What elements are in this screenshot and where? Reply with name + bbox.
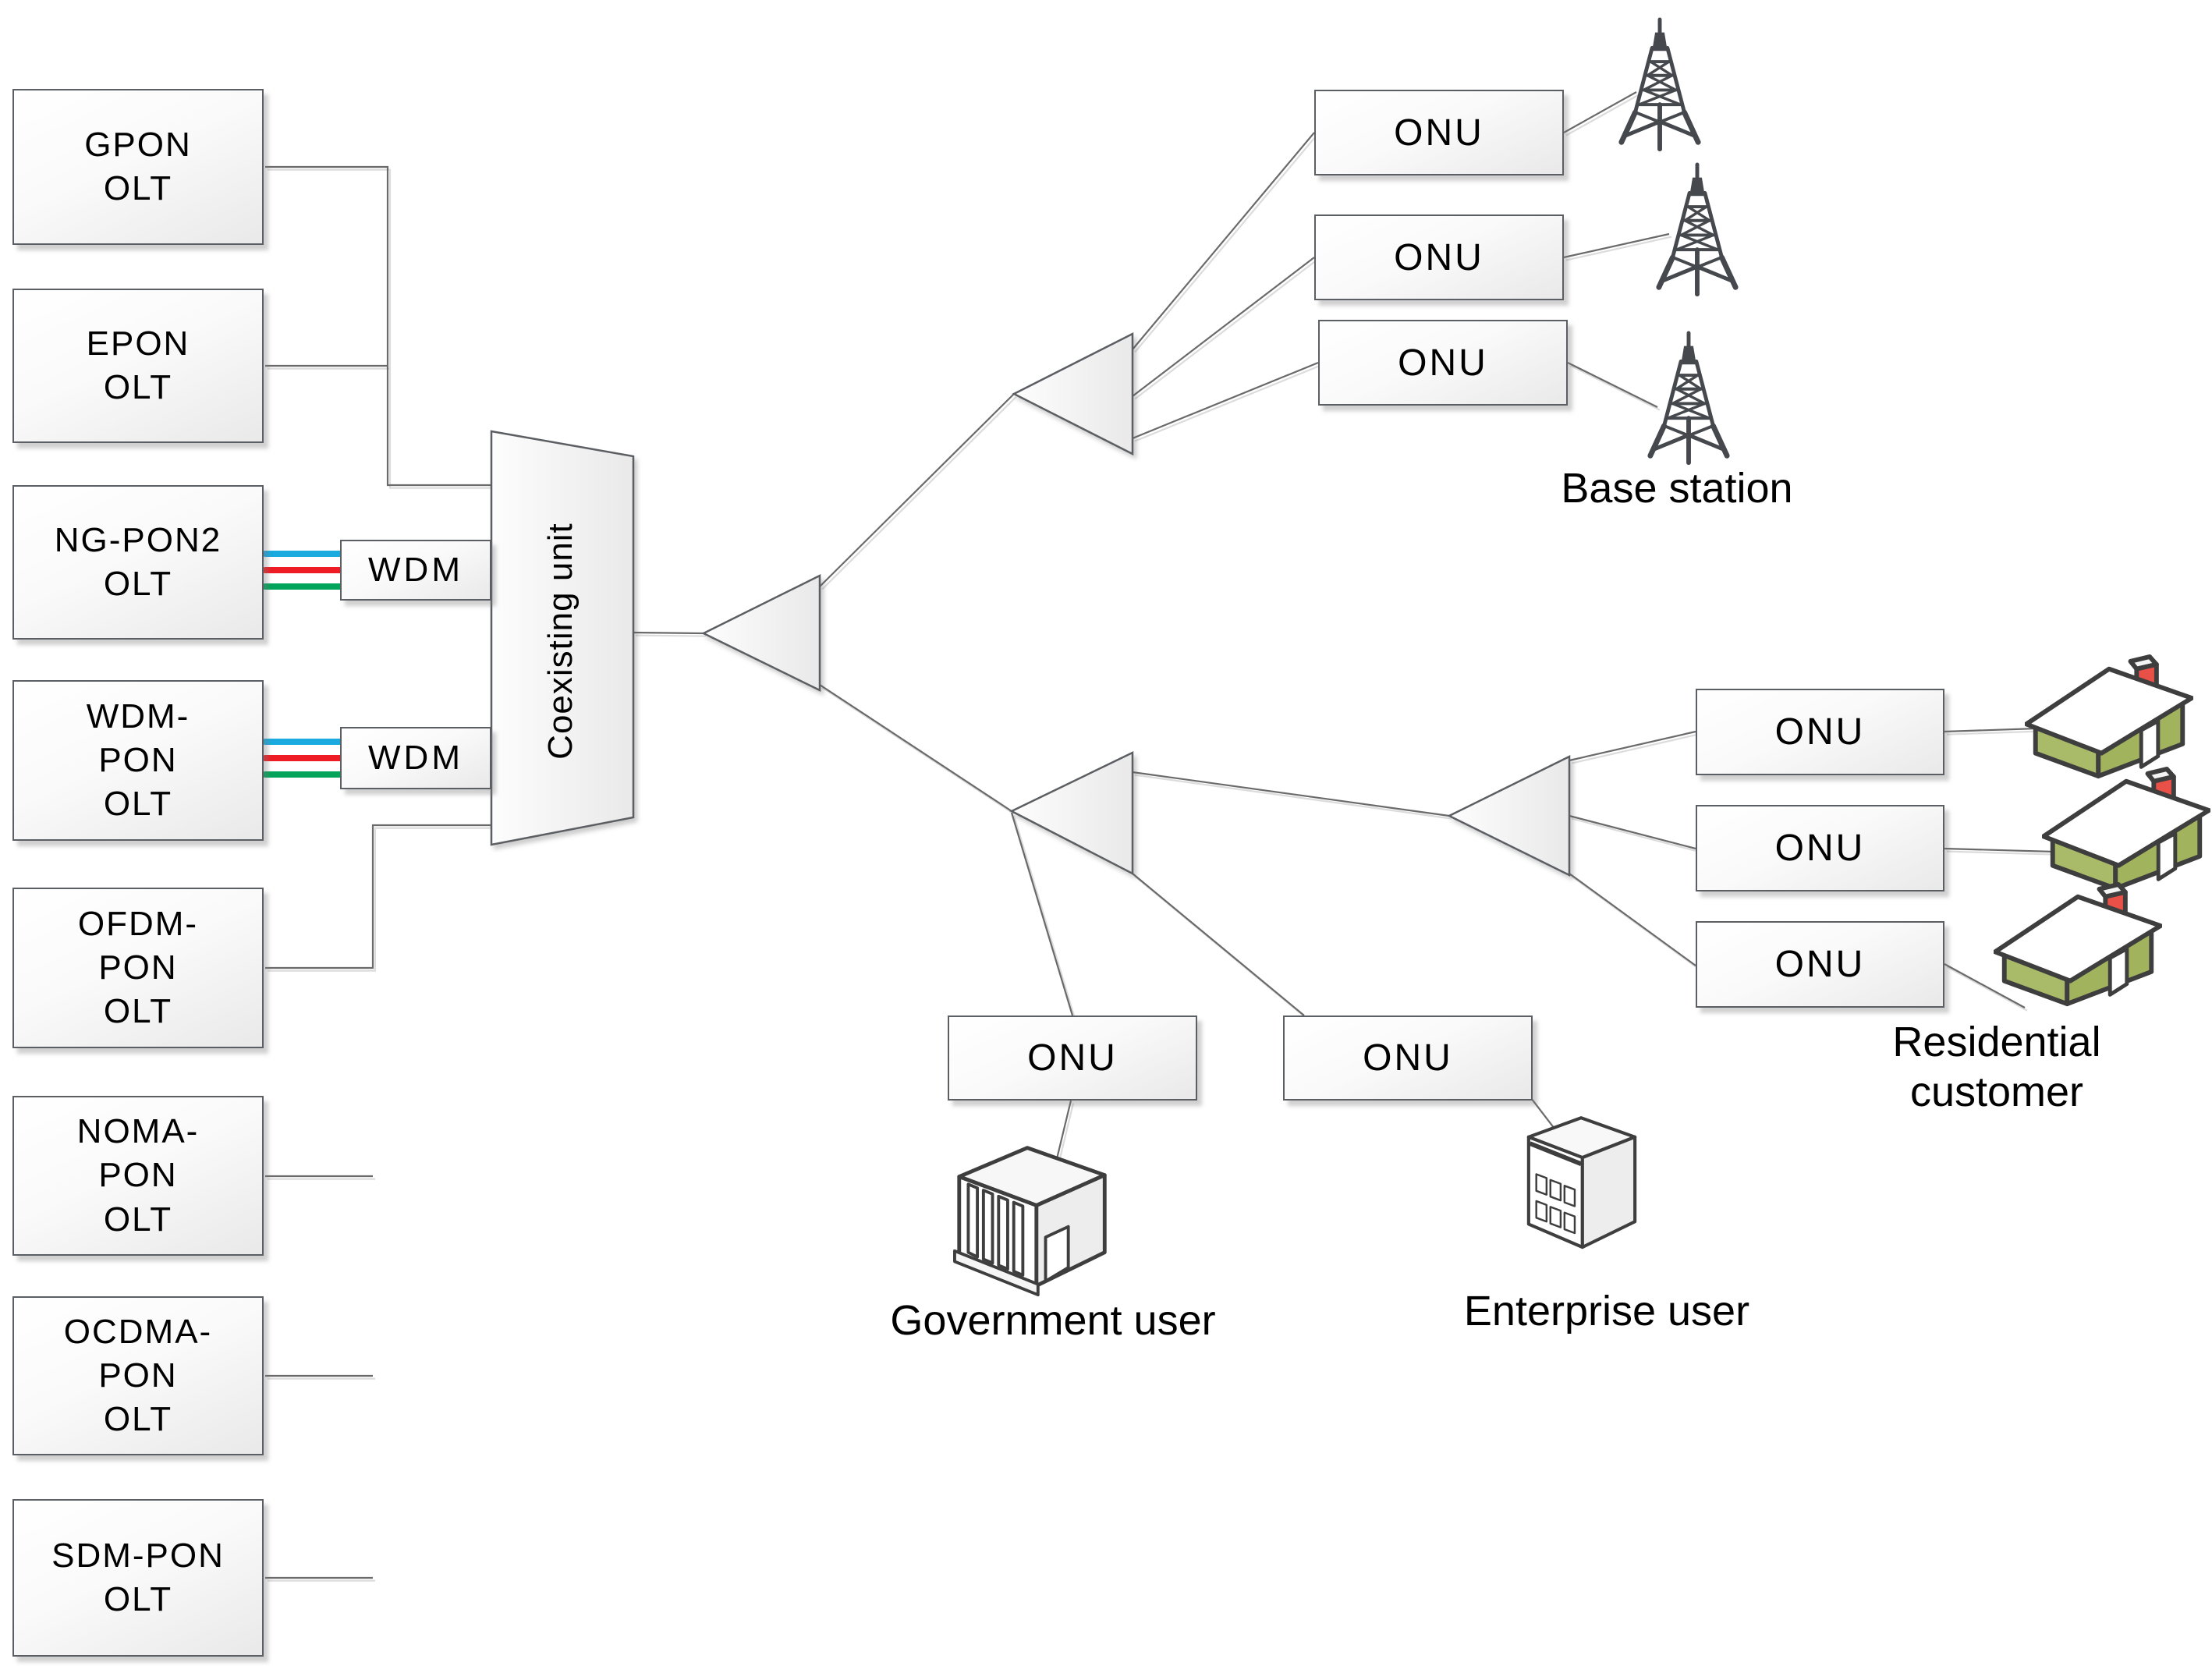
onu-box-enterprise: ONU: [1283, 1015, 1533, 1101]
onu-box-residential-3: ONU: [1696, 921, 1944, 1008]
splitter-triangle-lower: [1009, 751, 1134, 876]
caption-base-station: Base station: [1561, 465, 1793, 512]
house-icon: [1995, 884, 2161, 1004]
house-icon: [2026, 657, 2192, 776]
caption-enterprise-user: Enterprise user: [1463, 1288, 1750, 1335]
olt-box-ofdmpon: OFDM- PON OLT: [12, 888, 264, 1048]
connector-line: [1944, 963, 2026, 1008]
radio-tower-icon: [1622, 19, 1698, 149]
onu-box-government: ONU: [948, 1015, 1197, 1101]
connector-line: [1944, 847, 2055, 853]
connector-line: [1569, 730, 1696, 762]
government-building-icon: [955, 1148, 1104, 1295]
connector-line: [1132, 361, 1319, 440]
onu-box-base-station-2: ONU: [1314, 214, 1564, 300]
connector-shadow: [1565, 236, 1672, 261]
connector-shadow: [1571, 817, 1699, 852]
coexisting-unit-shape: [490, 430, 635, 846]
wavelength-lines: [262, 551, 343, 778]
radio-tower-icon: [1650, 333, 1727, 463]
connector-shadow: [1571, 875, 1699, 969]
connector-line: [1569, 814, 1696, 850]
connector-line: [265, 824, 491, 969]
connector-shadow: [1134, 364, 1321, 442]
connector-shadow: [268, 827, 494, 972]
connector-line: [1132, 771, 1450, 817]
splitter-triangle-main: [701, 573, 821, 693]
splitter-triangle-base-station: [1012, 331, 1134, 456]
connector-line: [819, 393, 1015, 587]
connector-shadow: [1946, 730, 2040, 735]
connector-line: [1132, 873, 1305, 1016]
connector-line: [1010, 812, 1074, 1016]
olt-box-nomapon: NOMA- PON OLT: [12, 1096, 264, 1256]
house-icon: [2044, 769, 2209, 888]
connector-line: [1132, 132, 1315, 350]
olt-box-ocdmapon: OCDMA- PON OLT: [12, 1296, 264, 1455]
onu-box-residential-1: ONU: [1696, 689, 1944, 775]
connector-line: [1563, 91, 1637, 133]
olt-box-ngpon2: NG-PON2 OLT: [12, 485, 264, 640]
connector-shadow: [1134, 259, 1317, 400]
connector-line: [819, 684, 1012, 812]
connector-shadow: [268, 168, 494, 489]
olt-box-sdmpon: SDM-PON OLT: [12, 1499, 264, 1657]
connector-shadow: [1946, 850, 2058, 856]
connector-line: [1944, 727, 2038, 733]
connector-shadow: [821, 686, 1015, 815]
connector-line: [1569, 873, 1696, 966]
radio-tower-icon: [1659, 165, 1735, 294]
office-building-icon: [1529, 1118, 1635, 1247]
onu-box-base-station-1: ONU: [1314, 90, 1564, 175]
connector-shadow: [821, 395, 1017, 590]
onu-box-residential-2: ONU: [1696, 805, 1944, 891]
connector-shadow: [1012, 815, 1076, 1019]
caption-government-user: Government user: [890, 1297, 1216, 1344]
connector-line: [1563, 232, 1670, 259]
splitter-triangle-residential: [1447, 754, 1571, 877]
wdm-box-2: WDM: [340, 727, 491, 789]
connector-line: [1132, 257, 1315, 397]
coexisting-unit-label: Coexisting unit: [541, 523, 580, 760]
connector-shadow: [1571, 733, 1699, 764]
olt-box-gpon: GPON OLT: [12, 89, 264, 245]
olt-box-epon: EPON OLT: [12, 289, 264, 443]
connector-line: [1567, 362, 1658, 408]
olt-box-wdmpon: WDM- PON OLT: [12, 680, 264, 841]
caption-residential-customer: Residential customer: [1892, 1019, 2101, 1115]
connector-shadow: [1569, 364, 1661, 411]
connector-shadow: [1134, 134, 1317, 353]
onu-box-base-station-3: ONU: [1318, 320, 1568, 406]
connector-shadow: [1565, 94, 1640, 136]
connector-shadow: [1134, 774, 1452, 820]
connector-line: [265, 165, 491, 487]
connector-shadow: [1946, 966, 2028, 1012]
wdm-box-1: WDM: [340, 540, 491, 601]
